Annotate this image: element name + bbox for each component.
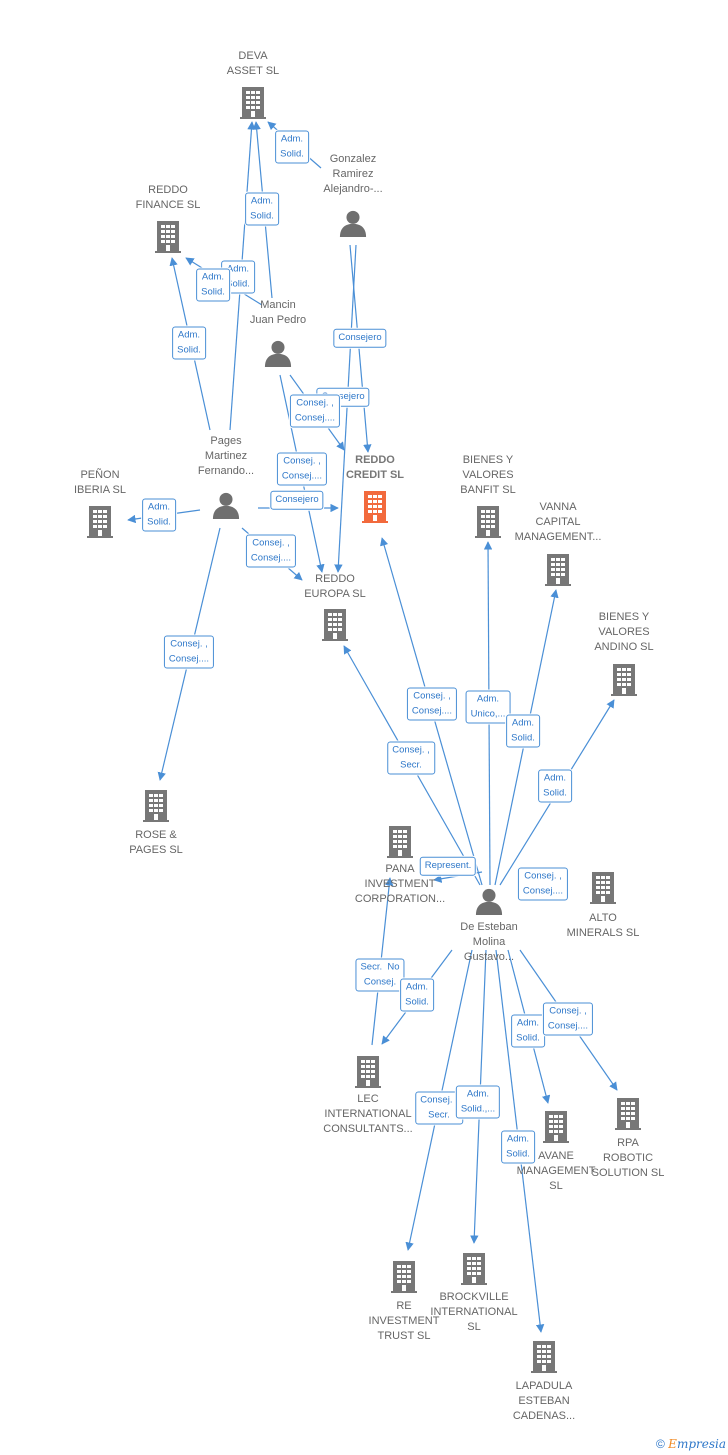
node-label-rpa[interactable]: RPA ROBOTIC SOLUTION SL	[591, 1137, 665, 1179]
node-label-penon[interactable]: PEÑON IBERIA SL	[74, 469, 126, 496]
person-icon-deesteban[interactable]	[475, 888, 503, 915]
node-label-pana[interactable]: PANA INVESTMENT CORPORATION...	[354, 863, 446, 905]
relation-label-mancin-reddo_eur[interactable]: Consej. , Consej....	[276, 452, 328, 486]
node-label-alto[interactable]: ALTO MINERALS SL	[566, 912, 640, 939]
relation-label-deesteban-avane[interactable]: Adm. Solid.	[511, 1014, 545, 1048]
relation-label-pages-reddo_credit[interactable]: Consejero	[270, 490, 324, 510]
relation-label-pages-reddo_eur[interactable]: Consej. , Consej....	[245, 534, 297, 568]
relation-label-deesteban-lapadula[interactable]: Adm. Solid.	[501, 1130, 535, 1164]
node-label-reddo_credit[interactable]: REDDO CREDIT SL	[345, 454, 405, 481]
building-icon-lec[interactable]	[355, 1056, 381, 1088]
node-label-bienes_banfit[interactable]: BIENES Y VALORES BANFIT SL	[460, 454, 516, 496]
building-icon-vanna[interactable]	[545, 554, 571, 586]
relation-label-lec-pana[interactable]: Secr. No Consej.	[355, 958, 405, 992]
relation-label-pages-penon[interactable]: Adm. Solid.	[142, 498, 176, 532]
node-label-reddo_fin[interactable]: REDDO FINANCE SL	[135, 184, 201, 211]
relation-label-deesteban-bienes_banfit[interactable]: Adm. Unico,...	[465, 690, 511, 724]
node-label-bienes_andino[interactable]: BIENES Y VALORES ANDINO SL	[594, 611, 654, 653]
relation-label-gonzalez-deva[interactable]: Adm. Solid.	[275, 130, 309, 164]
relation-label-mancin-deva[interactable]: Adm. Solid.	[245, 192, 279, 226]
node-label-re_inv[interactable]: RE INVESTMENT TRUST SL	[368, 1300, 440, 1342]
building-icon-reddo_eur[interactable]	[322, 609, 348, 641]
building-icon-reddo_fin[interactable]	[155, 221, 181, 253]
relation-label-deesteban-alto[interactable]: Consej. , Consej....	[517, 867, 569, 901]
relation-label-deesteban-reddo_credit[interactable]: Consej. , Consej....	[406, 687, 458, 721]
relation-label-deesteban-re_inv[interactable]: Consej. , Secr.	[415, 1091, 463, 1125]
relation-label-mancin-reddo_fin[interactable]: Adm. Solid.	[196, 268, 230, 302]
building-icon-rose[interactable]	[143, 790, 169, 822]
node-label-lapadula[interactable]: LAPADULA ESTEBAN CADENAS...	[512, 1380, 576, 1422]
brand-watermark: © Empresia	[656, 1437, 726, 1451]
building-icon-penon[interactable]	[87, 506, 113, 538]
node-label-lec[interactable]: LEC INTERNATIONAL CONSULTANTS...	[323, 1093, 413, 1135]
relation-label-pages-reddo_fin[interactable]: Adm. Solid.	[172, 326, 206, 360]
node-label-rose[interactable]: ROSE & PAGES SL	[129, 829, 183, 856]
building-icon-alto[interactable]	[590, 872, 616, 904]
relation-label-pages-deva[interactable]: Adm. Solid.	[221, 260, 255, 294]
node-label-vanna[interactable]: VANNA CAPITAL MANAGEMENT...	[514, 501, 602, 543]
relation-label-deesteban-reddo_eur[interactable]: Consej. , Secr.	[387, 741, 435, 775]
edge-gonzalez-to-reddo_credit	[349, 244, 372, 453]
person-icon-mancin[interactable]	[264, 340, 292, 367]
node-label-reddo_eur[interactable]: REDDO EUROPA SL	[304, 573, 366, 600]
building-icon-pana[interactable]	[387, 826, 413, 858]
node-label-avane[interactable]: AVANE MANAGEMENT SL	[516, 1150, 596, 1192]
edge-gonzalez-to-reddo_eur	[334, 244, 357, 573]
building-icon-brockville[interactable]	[461, 1253, 487, 1285]
node-label-deesteban[interactable]: De Esteban Molina Gustavo...	[460, 921, 518, 963]
relation-label-deesteban-vanna[interactable]: Adm. Solid.	[506, 714, 540, 748]
person-icon-pages[interactable]	[212, 492, 240, 519]
relation-label-mancin-reddo_credit[interactable]: Consej. , Consej....	[289, 394, 341, 428]
building-icon-bienes_andino[interactable]	[611, 664, 637, 696]
relation-label-pages-rose[interactable]: Consej. , Consej....	[163, 635, 215, 669]
building-icon-deva[interactable]	[240, 87, 266, 119]
node-label-pages[interactable]: Pages Martinez Fernando...	[197, 435, 255, 477]
person-icon-gonzalez[interactable]	[339, 210, 367, 237]
brand-name: mpresia	[676, 1437, 726, 1451]
relation-label-deesteban-brockville[interactable]: Adm. Solid.,...	[455, 1085, 501, 1119]
node-label-mancin[interactable]: Mancin Juan Pedro	[249, 299, 307, 326]
relation-label-deesteban-bienes_andino[interactable]: Adm. Solid.	[538, 769, 572, 803]
building-icon-reddo_credit[interactable]	[362, 491, 388, 523]
relation-label-deesteban-rpa[interactable]: Consej. , Consej....	[542, 1002, 594, 1036]
node-label-deva[interactable]: DEVA ASSET SL	[226, 50, 280, 77]
node-label-gonzalez[interactable]: Gonzalez Ramirez Alejandro-...	[323, 153, 383, 195]
relation-label-deesteban-pana[interactable]: Represent.	[419, 856, 477, 876]
building-icon-re_inv[interactable]	[391, 1261, 417, 1293]
building-icon-lapadula[interactable]	[531, 1341, 557, 1373]
building-icon-rpa[interactable]	[615, 1098, 641, 1130]
copyright-symbol: ©	[655, 1437, 665, 1451]
relation-label-deesteban-lec[interactable]: Adm. Solid.	[400, 978, 434, 1012]
relation-label-gonzalez-reddo_credit[interactable]: Consejero	[333, 328, 387, 348]
node-label-brockville[interactable]: BROCKVILLE INTERNATIONAL SL	[430, 1291, 518, 1333]
brand-initial: E	[668, 1437, 677, 1451]
